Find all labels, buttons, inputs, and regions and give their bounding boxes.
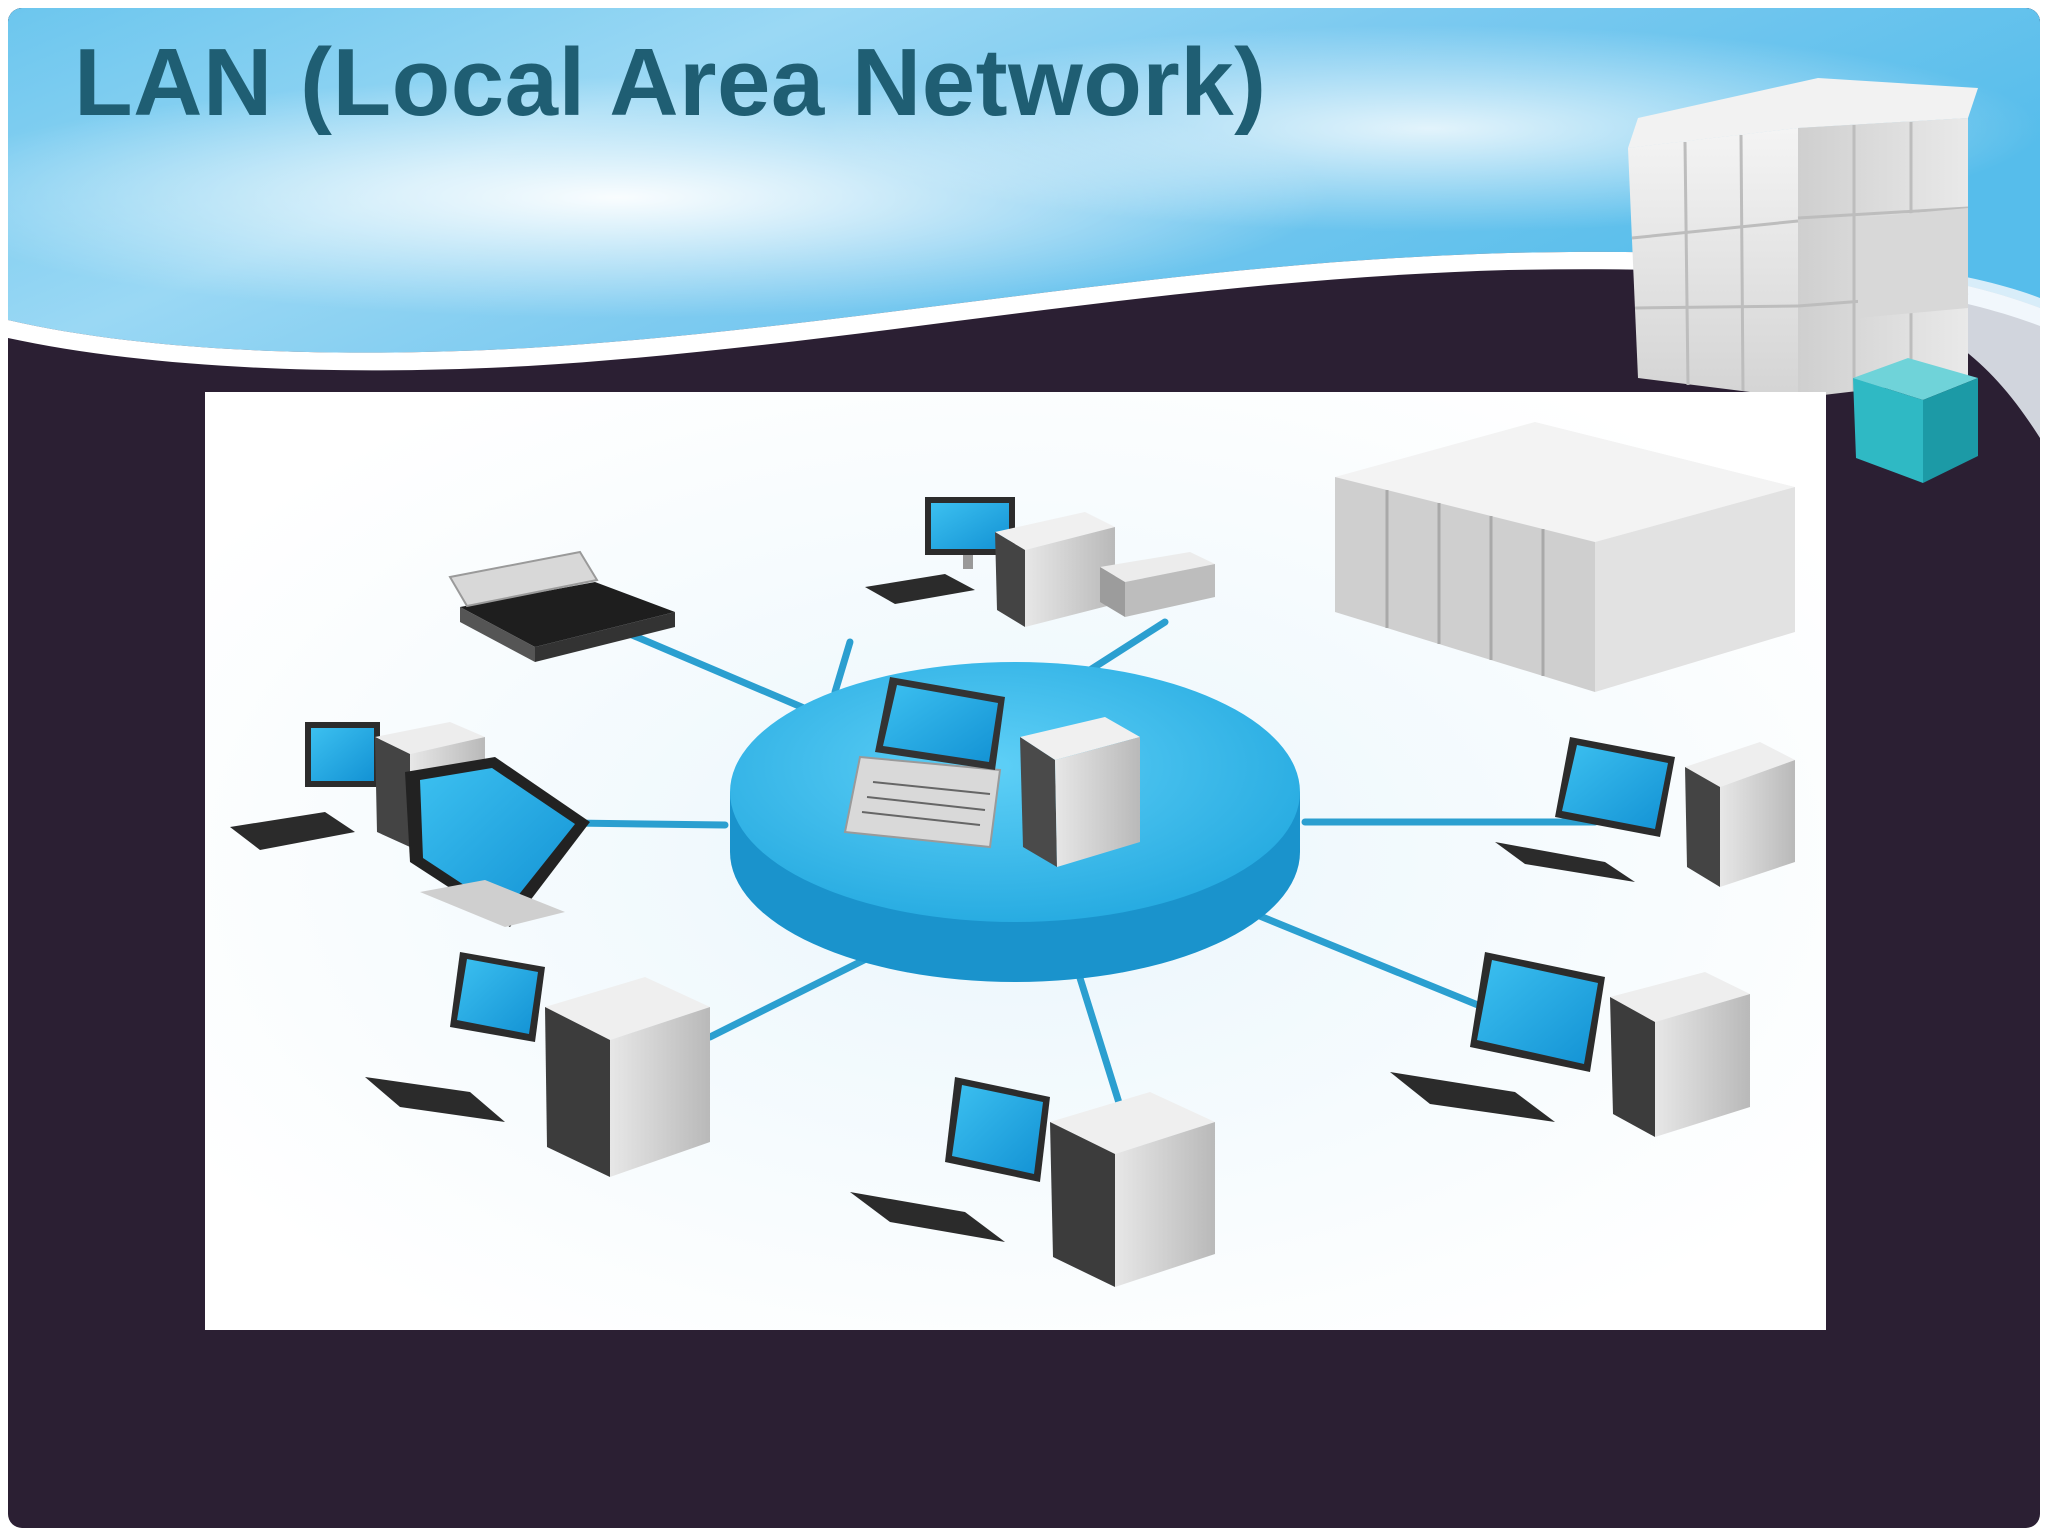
link-lower-left: [706, 953, 874, 1041]
desktop-right-icon: [1495, 737, 1795, 887]
desktop-lower-left-icon: [365, 952, 710, 1177]
server-rack-icon: [1335, 422, 1795, 692]
link-scanner: [621, 628, 829, 721]
hub-tower-icon: [1020, 717, 1140, 867]
desktop-with-router-icon: [865, 497, 1215, 627]
network-links: [491, 618, 1599, 1126]
lan-illustration: [205, 392, 1826, 1330]
desktop-lower-right-icon: [1390, 952, 1750, 1137]
slide-title: LAN (Local Area Network): [74, 29, 1267, 136]
link-bottom: [1071, 958, 1129, 1126]
scanner-icon: [448, 550, 675, 662]
link-top-desktop: [831, 638, 854, 696]
header-banner: [8, 8, 2040, 488]
desktop-with-tablet-icon: [230, 722, 590, 927]
lan-diagram: [205, 392, 1826, 1330]
desktop-bottom-icon: [850, 1077, 1215, 1287]
central-hub: [730, 662, 1300, 982]
slide: LAN (Local Area Network): [8, 8, 2040, 1528]
laptop-icon: [843, 677, 1005, 849]
cube-logo-icon: [1628, 78, 1978, 483]
link-lower-right: [1246, 908, 1499, 1016]
